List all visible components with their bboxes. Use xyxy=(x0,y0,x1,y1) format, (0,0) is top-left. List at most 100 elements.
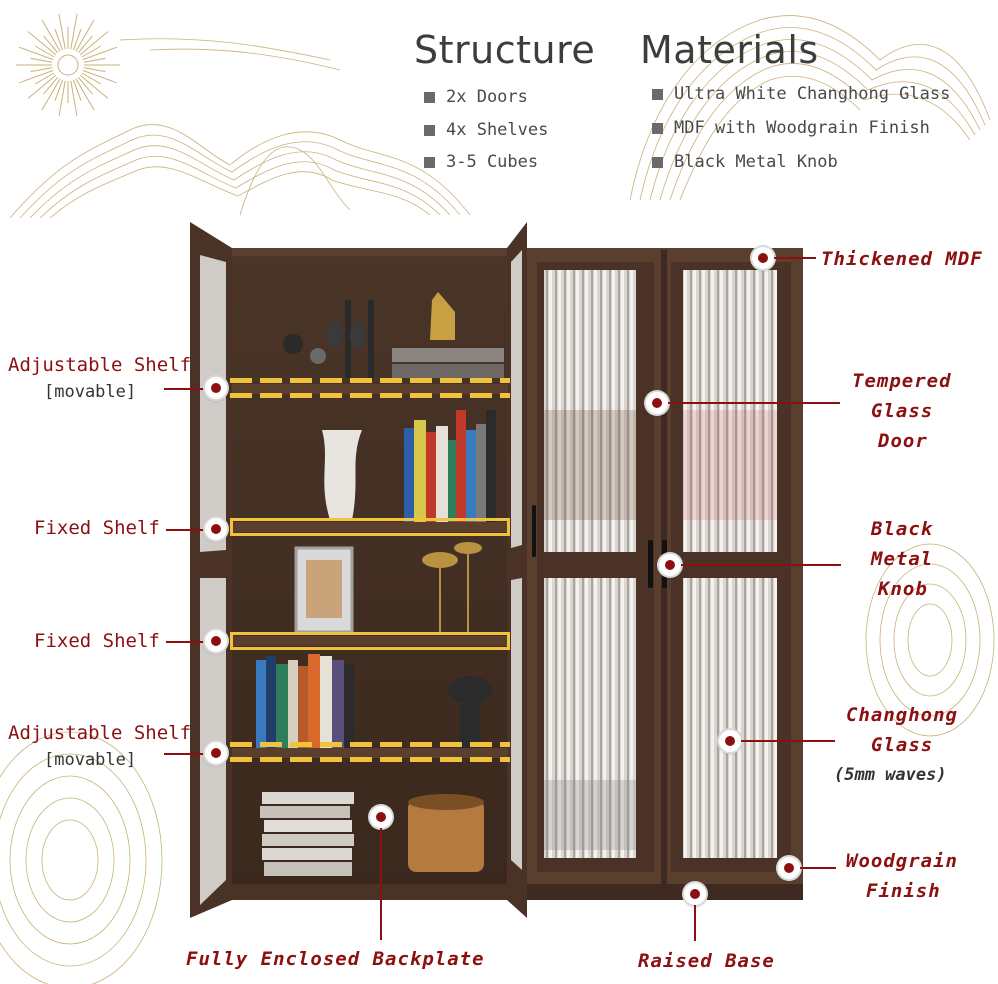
sun-ray xyxy=(70,80,78,117)
bullet-icon xyxy=(424,92,435,103)
sun-ray xyxy=(83,57,106,63)
bullet-icon xyxy=(652,157,663,168)
callout-tempered-line2: Glass xyxy=(871,400,934,422)
leader-line xyxy=(166,641,216,643)
hotspot-dot xyxy=(205,630,227,652)
closed-cabinet xyxy=(527,248,803,900)
adjustable-shelf-highlight-top xyxy=(230,378,510,398)
sun-ray xyxy=(70,13,78,50)
structure-item-doors: 2x Doors xyxy=(424,89,528,106)
leader-line xyxy=(668,402,840,404)
mountain-lines-right xyxy=(629,15,991,201)
wood-ring-lines-right xyxy=(865,543,995,737)
structure-item-label: 4x Shelves xyxy=(446,120,549,140)
sun-ray xyxy=(41,19,61,52)
material-item-label: MDF with Woodgrain Finish xyxy=(674,118,930,138)
hotspot-dot xyxy=(684,883,706,905)
sun-ray xyxy=(18,46,54,60)
sun-ray xyxy=(77,35,93,54)
sun-ray xyxy=(81,45,102,58)
wood-ring-lines-left xyxy=(0,731,163,984)
sun-ray xyxy=(79,31,109,56)
sun-ray xyxy=(30,67,53,73)
sun-ray xyxy=(30,57,53,63)
callout-woodgrain-line1: Woodgrain xyxy=(846,850,958,872)
callout-adjustable-note-bottom: [movable] xyxy=(44,750,137,770)
callout-thickened-mdf: Thickened MDF xyxy=(821,248,983,270)
callout-adjustable-shelf-top: Adjustable Shelf xyxy=(8,354,192,376)
sun-ray xyxy=(81,72,102,85)
callout-backplate: Fully Enclosed Backplate xyxy=(186,948,485,970)
material-item-label: Black Metal Knob xyxy=(674,152,838,172)
sun-ray xyxy=(54,79,63,101)
sun-ray xyxy=(27,74,57,99)
leader-line xyxy=(164,753,216,755)
sun-ray xyxy=(73,79,82,101)
bullet-icon xyxy=(424,157,435,168)
leader-line xyxy=(681,564,841,566)
leader-line xyxy=(166,529,216,531)
fixed-shelf-highlight-1 xyxy=(230,518,510,536)
material-item-glass: Ultra White Changhong Glass xyxy=(652,86,950,103)
hotspot-dot xyxy=(205,518,227,540)
sun-ray xyxy=(18,70,54,84)
bullet-icon xyxy=(652,89,663,100)
sun-icon xyxy=(16,13,120,117)
hotspot-dot xyxy=(646,392,668,414)
callout-raised-base: Raised Base xyxy=(638,950,775,972)
leader-line xyxy=(800,867,836,869)
adjustable-shelf-highlight-bottom xyxy=(230,742,510,762)
structure-item-cubes: 3-5 Cubes xyxy=(424,154,538,171)
callout-tempered-line1: Tempered xyxy=(852,370,952,392)
sun-ray xyxy=(27,31,57,56)
leader-line xyxy=(774,257,816,259)
hotspot-dot xyxy=(778,857,800,879)
callout-knob-line2: Metal xyxy=(871,548,934,570)
sun-ray xyxy=(41,78,61,111)
hotspot-dot xyxy=(370,806,392,828)
decor-items xyxy=(256,292,504,876)
sun-ray xyxy=(82,70,118,84)
knob-icon xyxy=(648,540,653,588)
callout-fixed-shelf-1: Fixed Shelf xyxy=(34,517,160,539)
leader-line xyxy=(694,905,696,941)
hotspot-dot xyxy=(719,730,741,752)
callout-knob-line3: Knob xyxy=(878,578,928,600)
sun-ray xyxy=(75,19,95,52)
callout-woodgrain-line2: Finish xyxy=(866,880,941,902)
callout-tempered-line3: Door xyxy=(878,430,928,452)
callout-knob-line1: Black xyxy=(871,518,934,540)
sun-ray xyxy=(73,29,82,51)
sun-ray xyxy=(54,29,63,51)
knob-icon xyxy=(532,505,536,557)
material-item-knob: Black Metal Knob xyxy=(652,154,838,171)
leader-line xyxy=(164,388,216,390)
material-item-mdf: MDF with Woodgrain Finish xyxy=(652,120,930,137)
fixed-shelf-highlight-2 xyxy=(230,632,510,650)
structure-item-shelves: 4x Shelves xyxy=(424,122,548,139)
hotspot-dot xyxy=(659,554,681,576)
sun-ray xyxy=(43,76,59,95)
materials-heading: Materials xyxy=(640,28,819,72)
sun-ray xyxy=(75,78,95,111)
sun-ray xyxy=(77,76,93,95)
sun-ray xyxy=(58,80,66,117)
callout-changhong-line2: Glass xyxy=(871,734,934,756)
callout-fixed-shelf-2: Fixed Shelf xyxy=(34,630,160,652)
mountain-lines-left xyxy=(9,38,471,219)
sun-ray xyxy=(43,35,59,54)
sun-ray xyxy=(82,46,118,60)
callout-changhong-line1: Changhong xyxy=(846,704,958,726)
structure-item-label: 3-5 Cubes xyxy=(446,152,539,172)
leader-line xyxy=(741,740,835,742)
sun-ray xyxy=(83,67,106,73)
callout-adjustable-note-top: [movable] xyxy=(44,382,137,402)
structure-item-label: 2x Doors xyxy=(446,87,528,107)
structure-heading: Structure xyxy=(414,28,596,72)
hotspot-dot xyxy=(752,247,774,269)
bullet-icon xyxy=(652,123,663,134)
leader-line xyxy=(380,828,382,940)
